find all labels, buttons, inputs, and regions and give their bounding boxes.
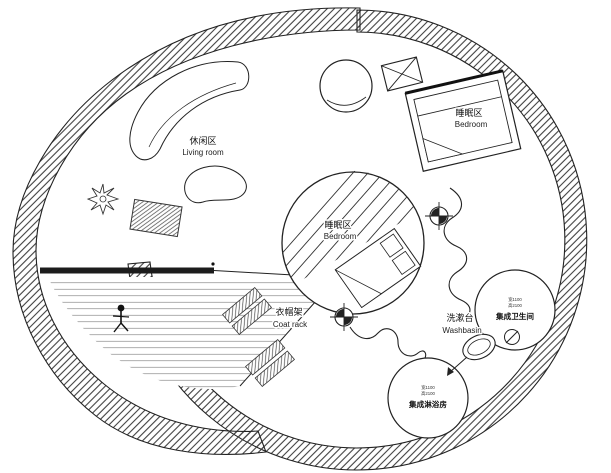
shower-pod: 宽1100 高2100 集成淋浴房 xyxy=(387,357,469,439)
label-bedroom-center-zh: 睡眠区 xyxy=(324,219,351,230)
label-bedroom-upper: 睡眠区 Bedroom xyxy=(453,106,489,131)
bathroom-name: 集成卫生间 xyxy=(495,311,534,321)
label-bedroom-center: 睡眠区 Bedroom xyxy=(322,218,358,243)
floor-mat xyxy=(129,198,183,238)
coat-rack-shelves-1 xyxy=(221,286,273,336)
shower-spec-1: 宽1100 xyxy=(421,384,435,391)
door-pivot-dot xyxy=(211,262,215,266)
shower-name: 集成淋浴房 xyxy=(408,399,447,409)
bathroom-spec-1: 宽1100 xyxy=(508,296,522,303)
bed-upper xyxy=(404,69,522,172)
spiral-arm-wall xyxy=(12,7,361,455)
person-figure xyxy=(112,304,130,333)
label-coat-rack-en: Coat rack xyxy=(273,320,308,329)
label-washbasin-zh: 洗漱台 xyxy=(446,312,473,323)
label-living-zh: 休闲区 xyxy=(189,135,216,146)
label-coat-rack: 衣帽架 Coat rack xyxy=(271,305,309,331)
column-marker-1 xyxy=(425,202,453,230)
column-marker-2 xyxy=(330,303,358,331)
shower-spec-2: 高2100 xyxy=(421,390,435,397)
plant xyxy=(86,183,120,216)
label-bedroom-upper-en: Bedroom xyxy=(455,120,488,129)
washbasin-fixture xyxy=(462,333,496,361)
coat-rack-shelves-2 xyxy=(244,338,296,388)
bathroom-spec-2: 高2100 xyxy=(508,302,522,309)
skylight-window xyxy=(380,56,424,92)
curtain-line-right xyxy=(443,187,471,316)
bathroom-pod: 宽1100 高2100 集成卫生间 xyxy=(474,269,556,351)
label-bedroom-center-en: Bedroom xyxy=(324,232,357,241)
curved-sofa xyxy=(129,61,250,161)
label-washbasin: 洗漱台 Washbasin xyxy=(441,311,483,337)
label-living-en: Living room xyxy=(182,148,224,157)
direction-arrow xyxy=(447,356,468,376)
label-bedroom-upper-zh: 睡眠区 xyxy=(455,107,482,118)
bed-center xyxy=(334,227,422,309)
main-ring-wall xyxy=(127,9,588,471)
round-stool xyxy=(319,59,373,113)
label-living-room: 休闲区 Living room xyxy=(181,134,226,159)
drain-symbol xyxy=(504,329,520,345)
curtain-line-bottom xyxy=(349,326,427,361)
label-washbasin-en: Washbasin xyxy=(442,326,481,335)
center-circle-room xyxy=(281,170,425,315)
coffee-table xyxy=(184,165,247,204)
partition-wall xyxy=(40,267,214,274)
label-coat-rack-zh: 衣帽架 xyxy=(275,306,302,317)
